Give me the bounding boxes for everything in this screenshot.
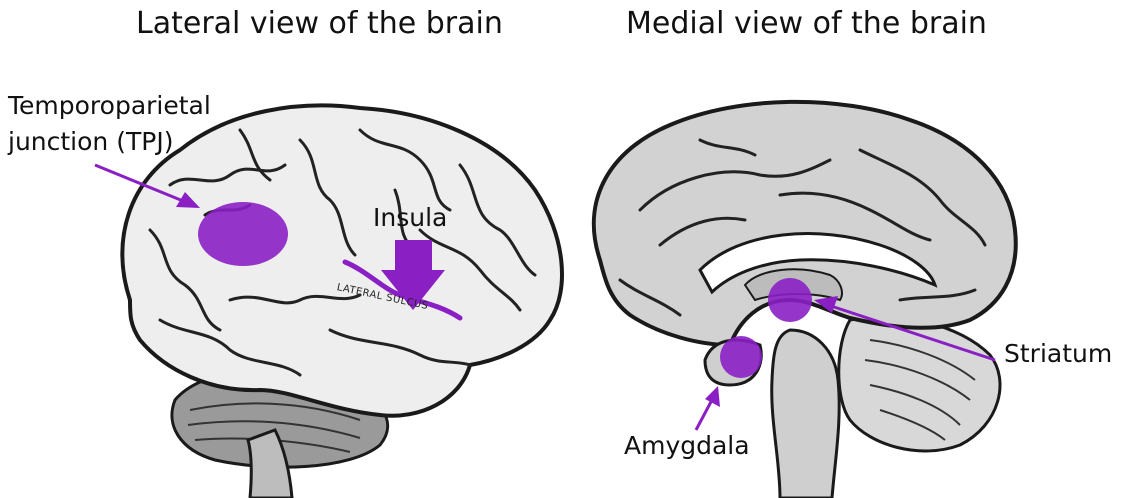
lateral-brain bbox=[122, 105, 562, 498]
striatum-region bbox=[768, 278, 812, 322]
tpj-label-line2: junction (TPJ) bbox=[8, 124, 211, 160]
lateral-view-title: Lateral view of the brain bbox=[136, 6, 503, 41]
insula-label: Insula bbox=[373, 200, 447, 236]
tpj-label: Temporoparietal junction (TPJ) bbox=[8, 88, 211, 160]
amygdala-label: Amygdala bbox=[624, 428, 750, 464]
tpj-region bbox=[198, 202, 288, 266]
tpj-label-line1: Temporoparietal bbox=[8, 88, 211, 124]
medial-brainstem bbox=[772, 330, 839, 498]
medial-view-title: Medial view of the brain bbox=[626, 6, 987, 41]
amygdala-arrow-shaft bbox=[696, 398, 713, 430]
medial-cerebellum bbox=[839, 317, 1000, 451]
amygdala-arrowhead bbox=[705, 386, 720, 407]
amygdala-region bbox=[720, 336, 762, 378]
striatum-label: Striatum bbox=[1004, 336, 1112, 372]
